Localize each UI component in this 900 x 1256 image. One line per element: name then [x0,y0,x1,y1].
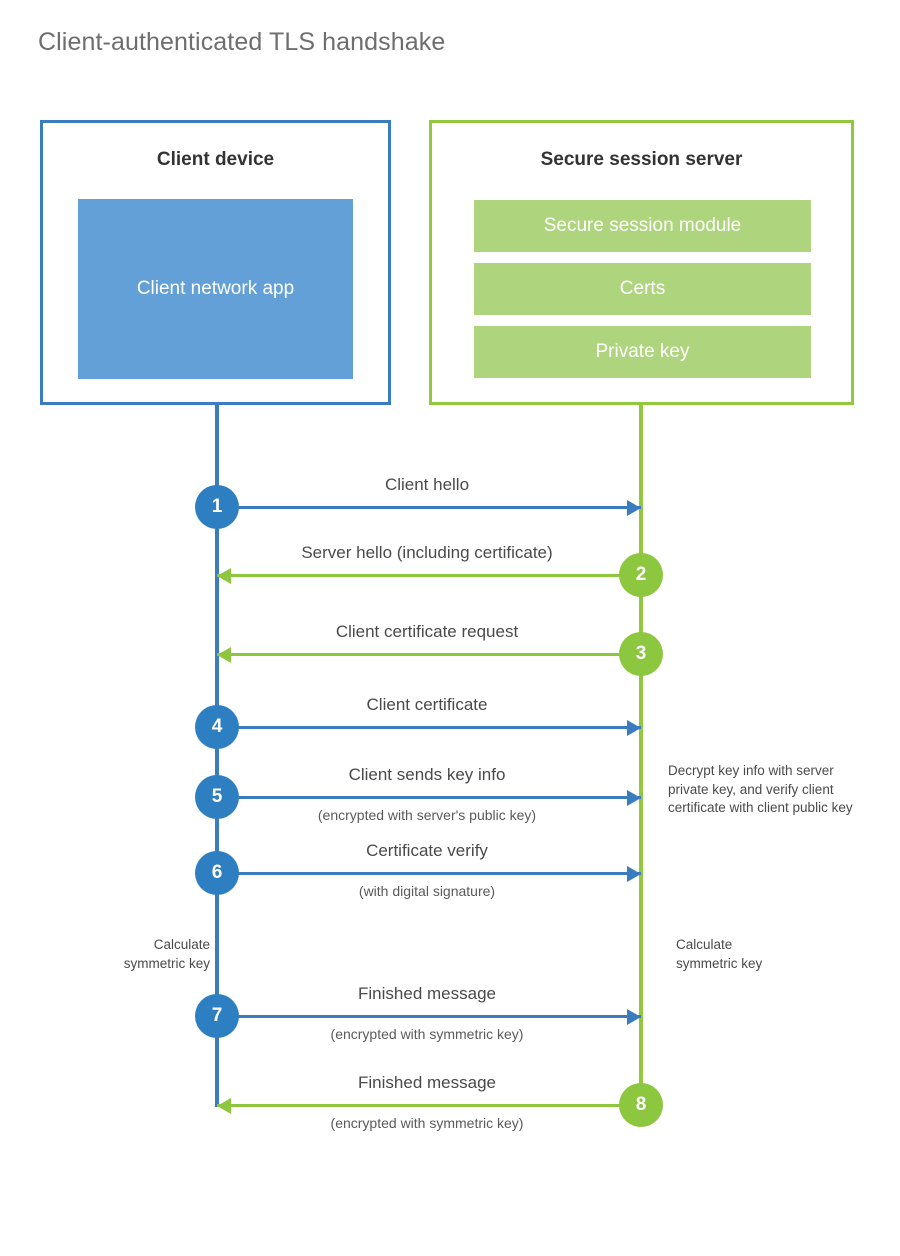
message-sublabel-6: (with digital signature) [358,883,496,899]
page-title: Client-authenticated TLS handshake [38,28,446,56]
client-device-box: Client device Client network app [40,120,391,405]
arrow-head-6 [627,866,641,882]
secure-session-server-box: Secure session server Secure session mod… [429,120,854,405]
arrow-line-1 [217,506,641,509]
step-circle-4[interactable]: 4 [195,705,239,749]
message-label-8: Finished message [358,1073,496,1092]
arrow-line-8 [217,1104,641,1107]
arrow-line-7 [217,1015,641,1018]
message-label-4: Client certificate [366,695,488,714]
message-sublabel-5: (encrypted with server's public key) [317,807,537,823]
arrow-head-2 [217,568,231,584]
arrow-head-4 [627,720,641,736]
step-circle-8[interactable]: 8 [619,1083,663,1127]
server-component-certs: Certs [474,263,811,315]
client-device-title: Client device [156,149,275,170]
step-circle-3[interactable]: 3 [619,632,663,676]
server-lifeline [639,405,643,1107]
annotation-server-decrypt-verify: Decrypt key info with server private key… [668,763,853,816]
step-circle-1[interactable]: 1 [195,485,239,529]
arrow-head-7 [627,1009,641,1025]
step-circle-5[interactable]: 5 [195,775,239,819]
arrow-head-1 [627,500,641,516]
arrow-head-5 [627,790,641,806]
arrow-head-3 [217,647,231,663]
message-label-6: Certificate verify [366,841,488,860]
message-label-1: Client hello [384,475,470,494]
server-component-private-key: Private key [474,326,811,378]
arrow-line-4 [217,726,641,729]
client-network-app-block: Client network app [78,199,353,379]
message-sublabel-8: (encrypted with symmetric key) [330,1115,524,1131]
step-circle-2[interactable]: 2 [619,553,663,597]
arrow-head-8 [217,1098,231,1114]
step-circle-6[interactable]: 6 [195,851,239,895]
step-circle-7[interactable]: 7 [195,994,239,1038]
secure-session-server-title: Secure session server [540,149,743,170]
message-label-5: Client sends key info [348,765,506,784]
message-label-7: Finished message [358,984,496,1003]
message-label-3: Client certificate request [335,622,519,641]
client-lifeline [215,405,219,1107]
server-component-secure-session-module: Secure session module [474,200,811,252]
arrow-line-2 [217,574,641,577]
message-label-2: Server hello (including certificate) [301,543,553,562]
message-sublabel-7: (encrypted with symmetric key) [330,1026,524,1042]
arrow-line-6 [217,872,641,875]
arrow-line-5 [217,796,641,799]
arrow-line-3 [217,653,641,656]
